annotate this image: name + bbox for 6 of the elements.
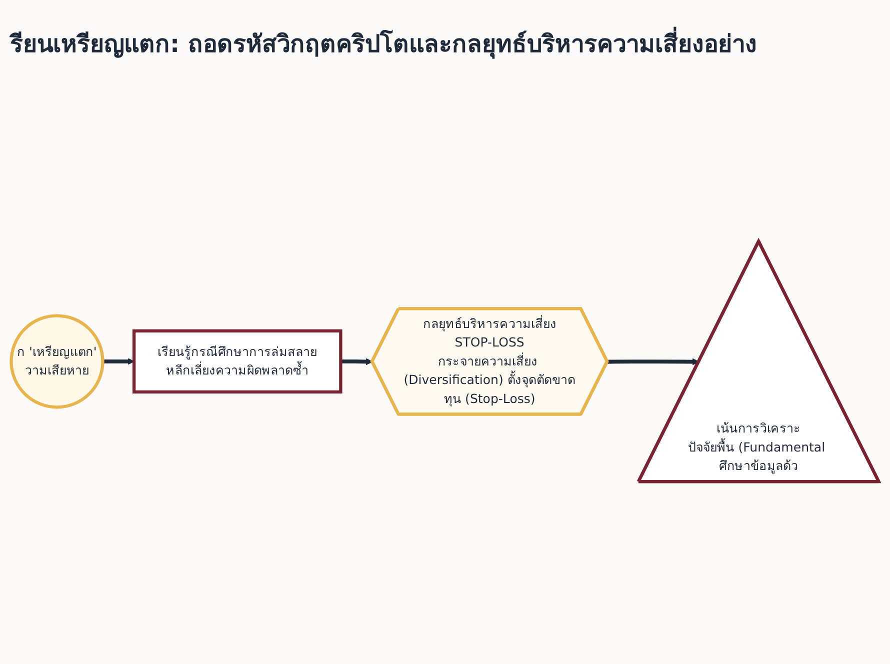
title: รียนเหรียญแตก: ถอดรหัสวิกฤตคริปโตและกลยุทธ์บริหารความเสี่ยงอย่าง [0, 0, 890, 71]
node-circle: ก 'เหรียญแตก' วามเสียหาย [10, 314, 104, 408]
node-box: เรียนรู้กรณีศึกษาการล่มสลาย หลีกเลี่ยงความผิดพลาดซ้ำ [132, 328, 342, 394]
arrow [340, 358, 373, 365]
arrow [607, 358, 700, 365]
arrow [102, 358, 134, 364]
